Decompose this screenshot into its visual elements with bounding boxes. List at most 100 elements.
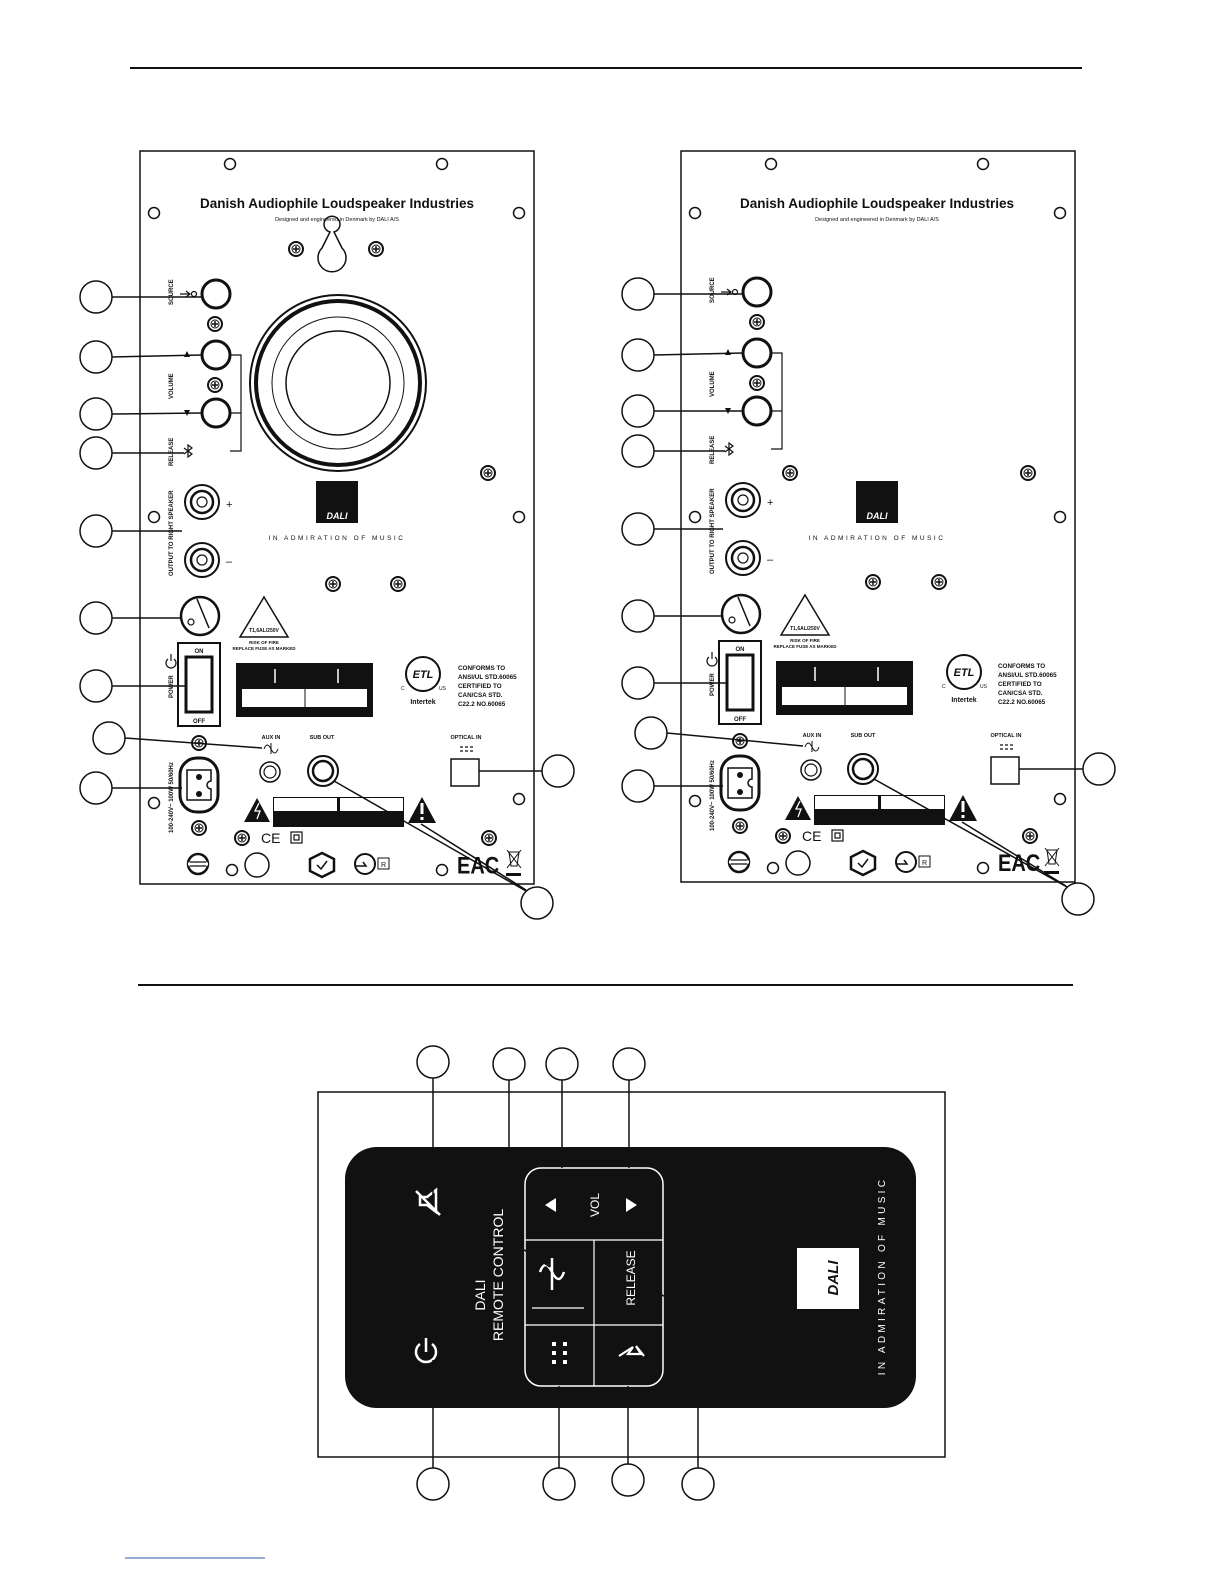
volume-label: VOLUME (169, 373, 175, 399)
callouts-left (79, 280, 575, 920)
ce-mark: CE (261, 830, 280, 846)
callout-circle (492, 1047, 526, 1081)
fuse-rating: T1,6AL/250V (249, 628, 279, 634)
optical-icon (1000, 744, 1013, 750)
callout-circle (621, 434, 655, 468)
sub-out-jack[interactable] (307, 755, 339, 787)
callout-circle (621, 277, 655, 311)
volume-down-button[interactable] (741, 395, 773, 427)
remote-title-line-1: DALI (472, 1279, 488, 1310)
volume-down-button[interactable] (545, 1198, 556, 1212)
callout-circle (542, 1467, 576, 1501)
control-buttons (741, 276, 783, 450)
bluetooth-icon (724, 441, 734, 457)
etl-text: ETL (413, 669, 434, 681)
aux-button[interactable] (538, 1258, 566, 1290)
vol-label: VOL (588, 1193, 602, 1217)
source-button[interactable] (741, 276, 773, 308)
etl-us: US (980, 684, 988, 690)
remote-title-line-2: REMOTE CONTROL (490, 1209, 506, 1341)
callout-circle (92, 721, 126, 755)
callout-circle (79, 514, 113, 548)
shock-warning-icon (785, 796, 811, 820)
fuse-slot (196, 598, 210, 629)
terminal-minus[interactable] (184, 542, 220, 578)
power-button[interactable] (414, 1338, 438, 1364)
terminal-plus[interactable] (184, 484, 220, 520)
control-buttons (200, 278, 242, 452)
callout-circle (621, 769, 655, 803)
callout-circle (79, 601, 113, 635)
bluetooth-button[interactable] (618, 1345, 645, 1357)
fuse-warning-line-2: REPLACE FUSE AS MARKED (232, 646, 296, 651)
callout-circle (541, 754, 575, 788)
bluetooth-icon (183, 443, 193, 459)
fuse-holder[interactable] (179, 595, 221, 637)
remote-tagline: IN ADMIRATION OF MUSIC (877, 1177, 888, 1376)
power-switch[interactable] (725, 653, 755, 712)
r-mark: R (381, 862, 386, 869)
callout-circle (611, 1463, 645, 1497)
remote-dali-logo-box (797, 1248, 859, 1309)
aux-in-label: AUX IN (803, 733, 822, 739)
volume-up-button[interactable] (741, 337, 773, 369)
speaker-terminals (725, 482, 761, 576)
terminal-plus-label: + (767, 497, 773, 509)
fuse-warning-line-1: RISK OF FIRE (790, 638, 820, 643)
release-button[interactable]: RELEASE (624, 1250, 638, 1305)
source-label: SOURCE (169, 279, 175, 305)
callout-circle (681, 1467, 715, 1501)
power-icon (706, 652, 718, 667)
volume-down-button[interactable] (200, 397, 232, 429)
etl-c: C (401, 686, 405, 692)
power-on-label: ON (195, 649, 204, 655)
aux-in-jack[interactable] (800, 759, 822, 781)
volume-up-button[interactable] (200, 339, 232, 371)
mains-inlet[interactable] (719, 754, 761, 812)
mains-inlet[interactable] (178, 756, 220, 814)
speaker-terminals (184, 484, 220, 578)
terminal-minus[interactable] (725, 540, 761, 576)
release-bracket (771, 352, 783, 450)
callout-circle (79, 669, 113, 703)
svg-text:C22.2 NO.60065: C22.2 NO.60065 (998, 699, 1046, 706)
optical-in-port[interactable] (450, 758, 480, 787)
aux-in-jack[interactable] (259, 761, 281, 783)
terminal-plus-label: + (226, 499, 232, 511)
etl-c: C (942, 684, 946, 690)
callout-circle (1061, 882, 1095, 916)
svg-text:C22.2 NO.60065: C22.2 NO.60065 (458, 701, 506, 708)
callout-circle (79, 397, 113, 431)
mute-button[interactable] (415, 1187, 441, 1216)
tagline: IN ADMIRATION OF MUSIC (269, 535, 406, 542)
power-switch[interactable] (184, 655, 214, 714)
fuse-holder[interactable] (720, 593, 762, 635)
callout-circle (621, 394, 655, 428)
output-label: OUTPUT TO RIGHT SPEAKER (169, 490, 175, 576)
mounting-holes (147, 157, 526, 877)
volume-label: VOLUME (710, 371, 716, 397)
callouts-remote (416, 1045, 715, 1501)
aux-icon (804, 741, 820, 752)
power-off-label: OFF (193, 719, 205, 725)
brand-title: Danish Audiophile Loudspeaker Industries (200, 196, 474, 211)
etl-us: US (439, 686, 447, 692)
keyhole-mount (317, 215, 347, 273)
conformity-text: CONFORMS TO ANSI/UL STD.60065 CERTIFIED … (458, 665, 517, 708)
callout-circle (634, 716, 668, 750)
power-switch-housing (177, 642, 221, 727)
ce-mark: CE (802, 828, 821, 844)
aux-icon (263, 743, 279, 754)
optical-button[interactable] (552, 1342, 567, 1364)
volume-up-button[interactable] (626, 1198, 637, 1212)
conformity-text: CONFORMS TO ANSI/UL STD.60065 CERTIFIED … (998, 663, 1057, 706)
brand-subtitle: Designed and engineered in Denmark by DA… (815, 217, 939, 223)
terminal-plus[interactable] (725, 482, 761, 518)
sub-out-jack[interactable] (847, 753, 879, 785)
source-button[interactable] (200, 278, 232, 310)
callout-circle (79, 280, 113, 314)
svg-text:CONFORMS TO: CONFORMS TO (458, 665, 505, 672)
callout-circle (520, 886, 554, 920)
optical-in-port[interactable] (990, 756, 1020, 785)
power-label: POWER (710, 673, 716, 696)
